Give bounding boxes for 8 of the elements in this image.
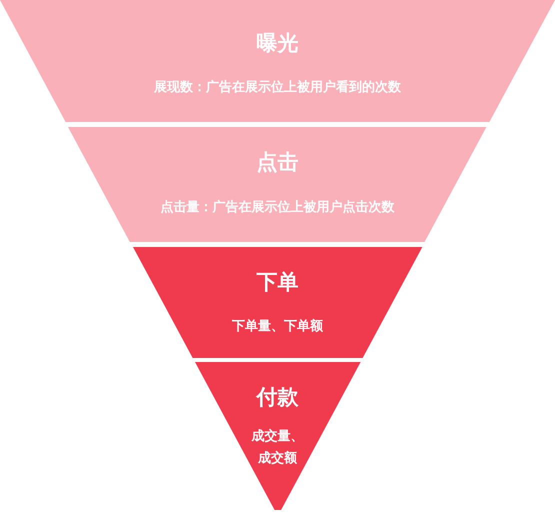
stage-description: 下单量、下单额 [230,318,324,336]
stage-title: 下单 [255,269,300,295]
stage-description: 成交量、成交额 [250,428,304,468]
stage-description: 点击量：广告在展示位上被用户点击次数 [159,198,396,217]
stage-description: 展现数：广告在展示位上被用户看到的次数 [153,78,402,97]
stage-title: 点击 [255,149,300,175]
stage-title: 付款 [254,384,300,410]
stage-title: 曝光 [256,30,300,56]
